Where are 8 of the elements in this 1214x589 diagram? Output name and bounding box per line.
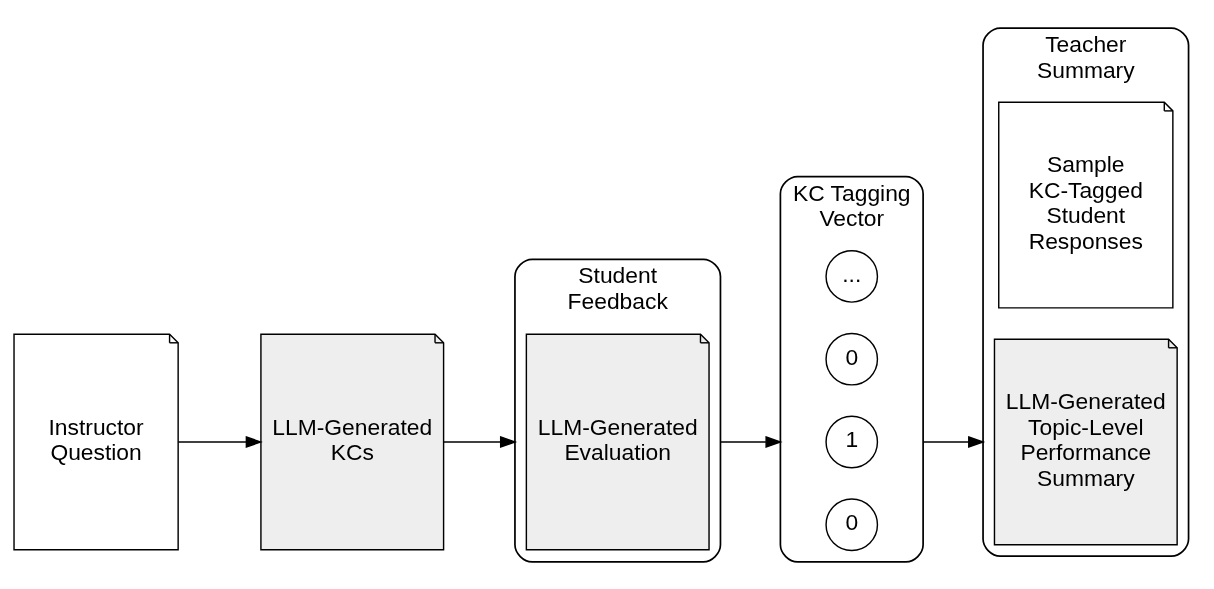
- node-circle: 1: [825, 415, 879, 468]
- node-circle: 0: [825, 497, 879, 551]
- node-circle: 0: [825, 332, 879, 386]
- arrow: [719, 435, 783, 448]
- arrow: [442, 435, 518, 448]
- node-circle: ...: [825, 249, 879, 303]
- arrow: [177, 435, 263, 448]
- arrow: [922, 435, 986, 448]
